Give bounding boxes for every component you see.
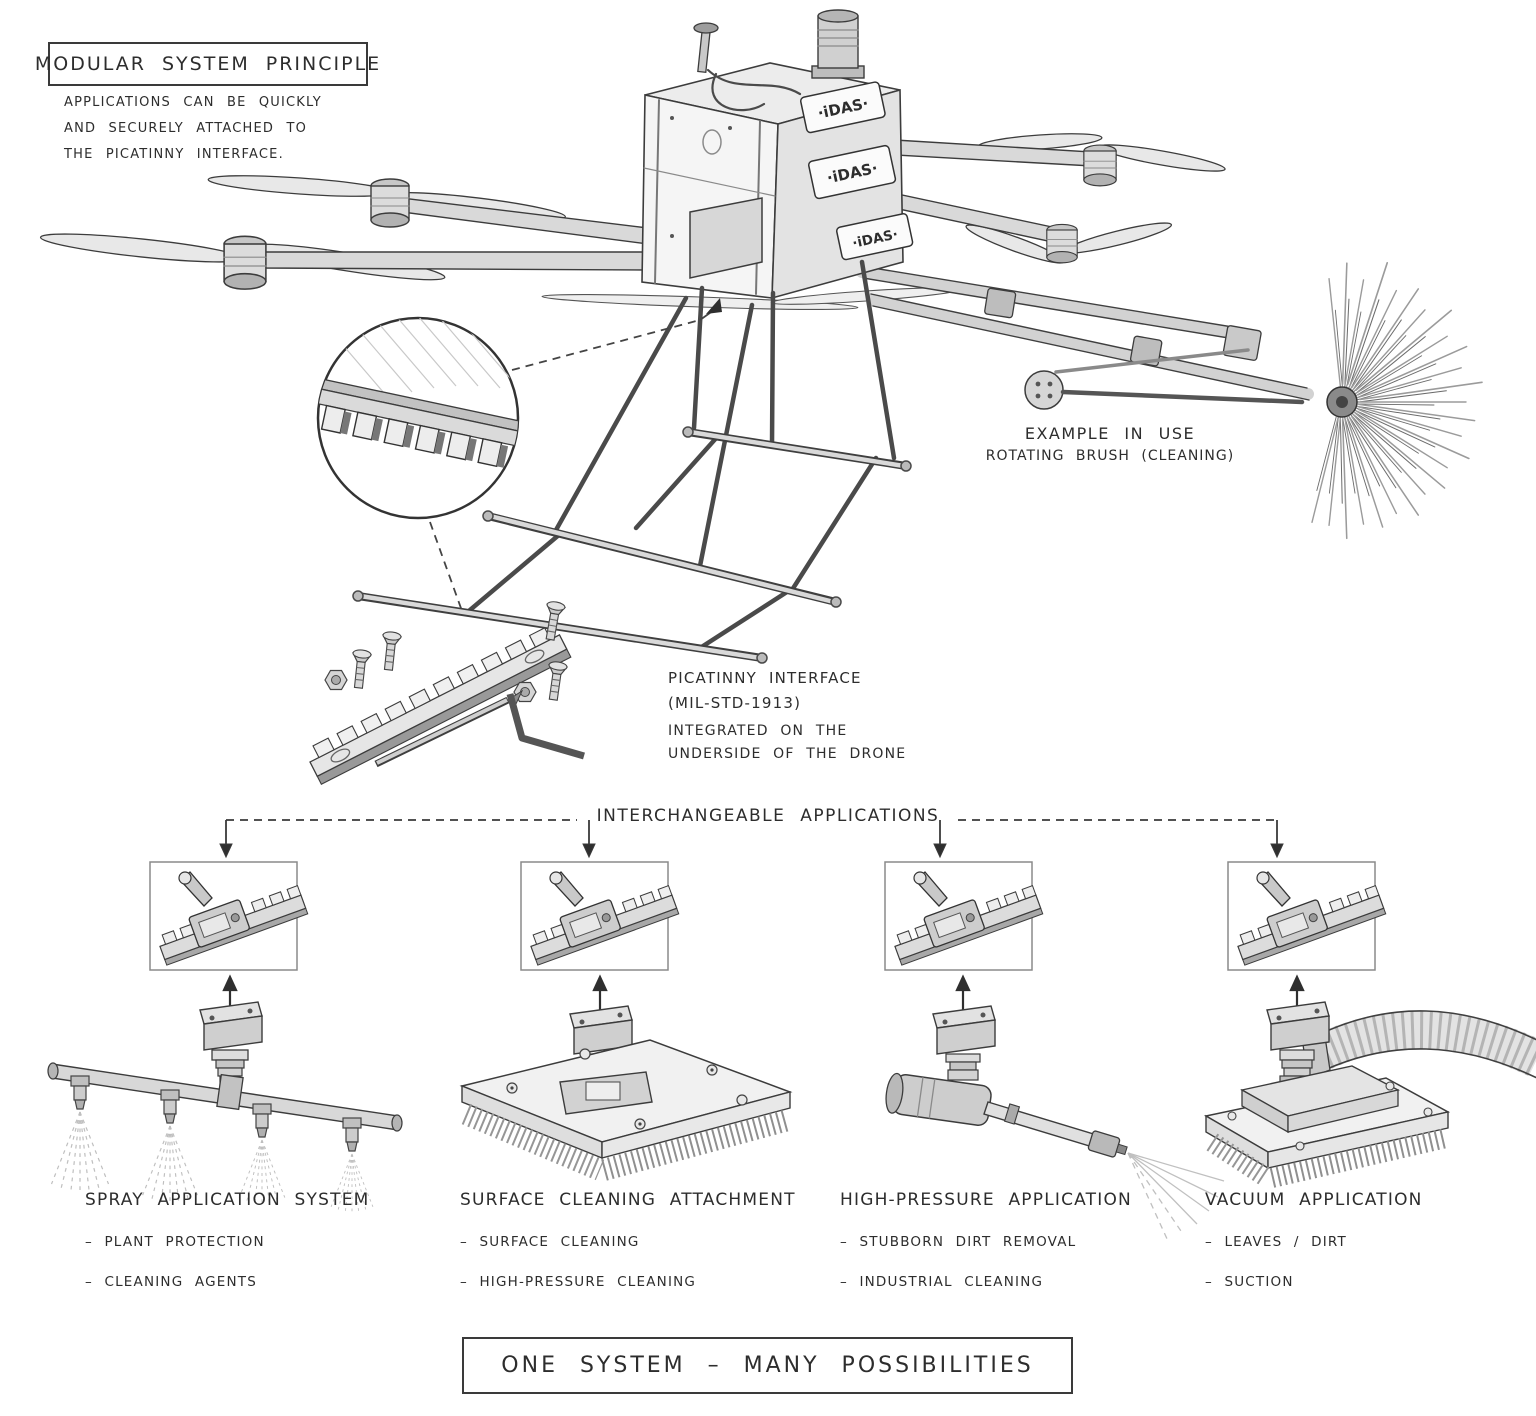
vacuum-attachment xyxy=(1203,1001,1536,1188)
app-column-high-pressure: HIGH-PRESSURE APPLICATION – STUBBORN DIR… xyxy=(840,1190,1132,1290)
brush-boom xyxy=(856,265,1314,410)
picatinny-line-1: PICATINNY INTERFACE xyxy=(668,669,862,687)
app-title-spray: SPRAY APPLICATION SYSTEM xyxy=(85,1190,370,1210)
motor-front-left xyxy=(223,235,267,290)
app-bullet: – LEAVES / DIRT xyxy=(1205,1234,1347,1250)
principle-line-2: AND SECURELY ATTACHED TO xyxy=(64,121,308,136)
principle-title-box: MODULAR SYSTEM PRINCIPLE xyxy=(35,42,379,86)
screw-2 xyxy=(348,648,372,690)
pointer-line-down xyxy=(429,521,463,612)
vacuum-brush-left xyxy=(1206,1133,1270,1185)
spray-attachment xyxy=(47,1001,403,1213)
picatinny-sublabel: INTEGRATED ON THE UNDERSIDE OF THE DRONE xyxy=(668,720,906,766)
brush-skirt-right xyxy=(601,1109,791,1181)
pointer-line-up xyxy=(511,319,701,371)
rail-teeth xyxy=(320,404,509,468)
drone-body: ·iDAS· ·iDAS· ·iDAS· xyxy=(641,9,914,300)
landing-gear xyxy=(352,259,912,664)
rotating-brush xyxy=(1308,262,1484,540)
brand-plate-2: ·iDAS· xyxy=(807,144,897,200)
example-in-use-label: EXAMPLE IN USE ROTATING BRUSH (CLEANING) xyxy=(980,424,1240,464)
example-line-1: EXAMPLE IN USE xyxy=(1024,424,1196,443)
principle-title: MODULAR SYSTEM PRINCIPLE xyxy=(34,53,382,75)
footer-slogan-box: ONE SYSTEM – MANY POSSIBILITIES xyxy=(462,1337,1073,1394)
cable-1 xyxy=(706,68,802,96)
high-pressure-attachment xyxy=(885,1005,1225,1242)
interchangeable-applications-header: INTERCHANGEABLE APPLICATIONS xyxy=(596,806,940,826)
app-title-surface: SURFACE CLEANING ATTACHMENT xyxy=(460,1190,796,1210)
app-title-high-pressure: HIGH-PRESSURE APPLICATION xyxy=(840,1190,1132,1210)
picatinny-line-2: (MIL-STD-1913) xyxy=(668,694,802,712)
magnifier-detail xyxy=(316,298,722,612)
gps-antenna xyxy=(811,9,865,79)
brand-plate-1: ·iDAS· xyxy=(799,81,886,134)
app-column-vacuum: VACUUM APPLICATION – LEAVES / DIRT – SUC… xyxy=(1205,1190,1423,1290)
picatinny-line-4: UNDERSIDE OF THE DRONE xyxy=(668,746,907,762)
principle-line-1: APPLICATIONS CAN BE QUICKLY xyxy=(64,95,322,110)
drone-illustration: ·iDAS· ·iDAS· ·iDAS· xyxy=(39,9,1484,664)
app-bullet: – CLEANING AGENTS xyxy=(85,1274,257,1290)
arm-front-left xyxy=(261,251,649,271)
example-line-2: ROTATING BRUSH (CLEANING) xyxy=(985,448,1235,464)
app-bullet: – SURFACE CLEANING xyxy=(460,1234,640,1250)
brand-plate-3: ·iDAS· xyxy=(835,213,914,261)
motor-front-right xyxy=(1046,223,1078,264)
pointer-arrowhead xyxy=(706,298,722,314)
propeller-front-right xyxy=(965,222,1173,264)
app-title-vacuum: VACUUM APPLICATION xyxy=(1205,1190,1423,1210)
nut-1 xyxy=(324,669,348,691)
app-bullet: – SUCTION xyxy=(1205,1274,1294,1290)
surface-cleaning-attachment xyxy=(459,1005,793,1181)
motor-rear-left xyxy=(370,178,410,228)
exploded-rail-teeth xyxy=(312,627,552,759)
rail-exploded-view xyxy=(309,599,585,786)
brush-skirt-left xyxy=(461,1103,605,1181)
picatinny-line-3: INTEGRATED ON THE xyxy=(668,723,848,739)
arm-front-right xyxy=(884,191,1067,245)
picatinny-label: PICATINNY INTERFACE (MIL-STD-1913) xyxy=(668,666,862,716)
app-column-spray: SPRAY APPLICATION SYSTEM – PLANT PROTECT… xyxy=(85,1190,370,1290)
motor-rear-right xyxy=(1083,144,1117,187)
vacuum-hose xyxy=(1301,1010,1536,1079)
screw-1 xyxy=(378,630,402,672)
payload-box xyxy=(689,197,763,279)
app-bullet: – PLANT PROTECTION xyxy=(85,1234,265,1250)
applications-bracket xyxy=(219,819,1284,858)
app-bullet: – STUBBORN DIRT REMOVAL xyxy=(840,1234,1077,1250)
antenna-mast xyxy=(693,22,802,112)
brush-drive-motor xyxy=(1024,370,1064,410)
attach-arrows xyxy=(222,975,1305,1022)
principle-description: APPLICATIONS CAN BE QUICKLY AND SECURELY… xyxy=(64,90,322,168)
app-column-surface: SURFACE CLEANING ATTACHMENT – SURFACE CL… xyxy=(460,1190,796,1290)
app-bullet: – HIGH-PRESSURE CLEANING xyxy=(460,1274,697,1290)
rail-clamp-detail-boxes xyxy=(149,861,1387,971)
app-bullet: – INDUSTRIAL CLEANING xyxy=(840,1274,1044,1290)
cable-2 xyxy=(711,72,766,112)
footer-slogan: ONE SYSTEM – MANY POSSIBILITIES xyxy=(501,1353,1034,1378)
allen-key xyxy=(506,693,585,760)
principle-line-3: THE PICATINNY INTERFACE. xyxy=(64,147,284,162)
